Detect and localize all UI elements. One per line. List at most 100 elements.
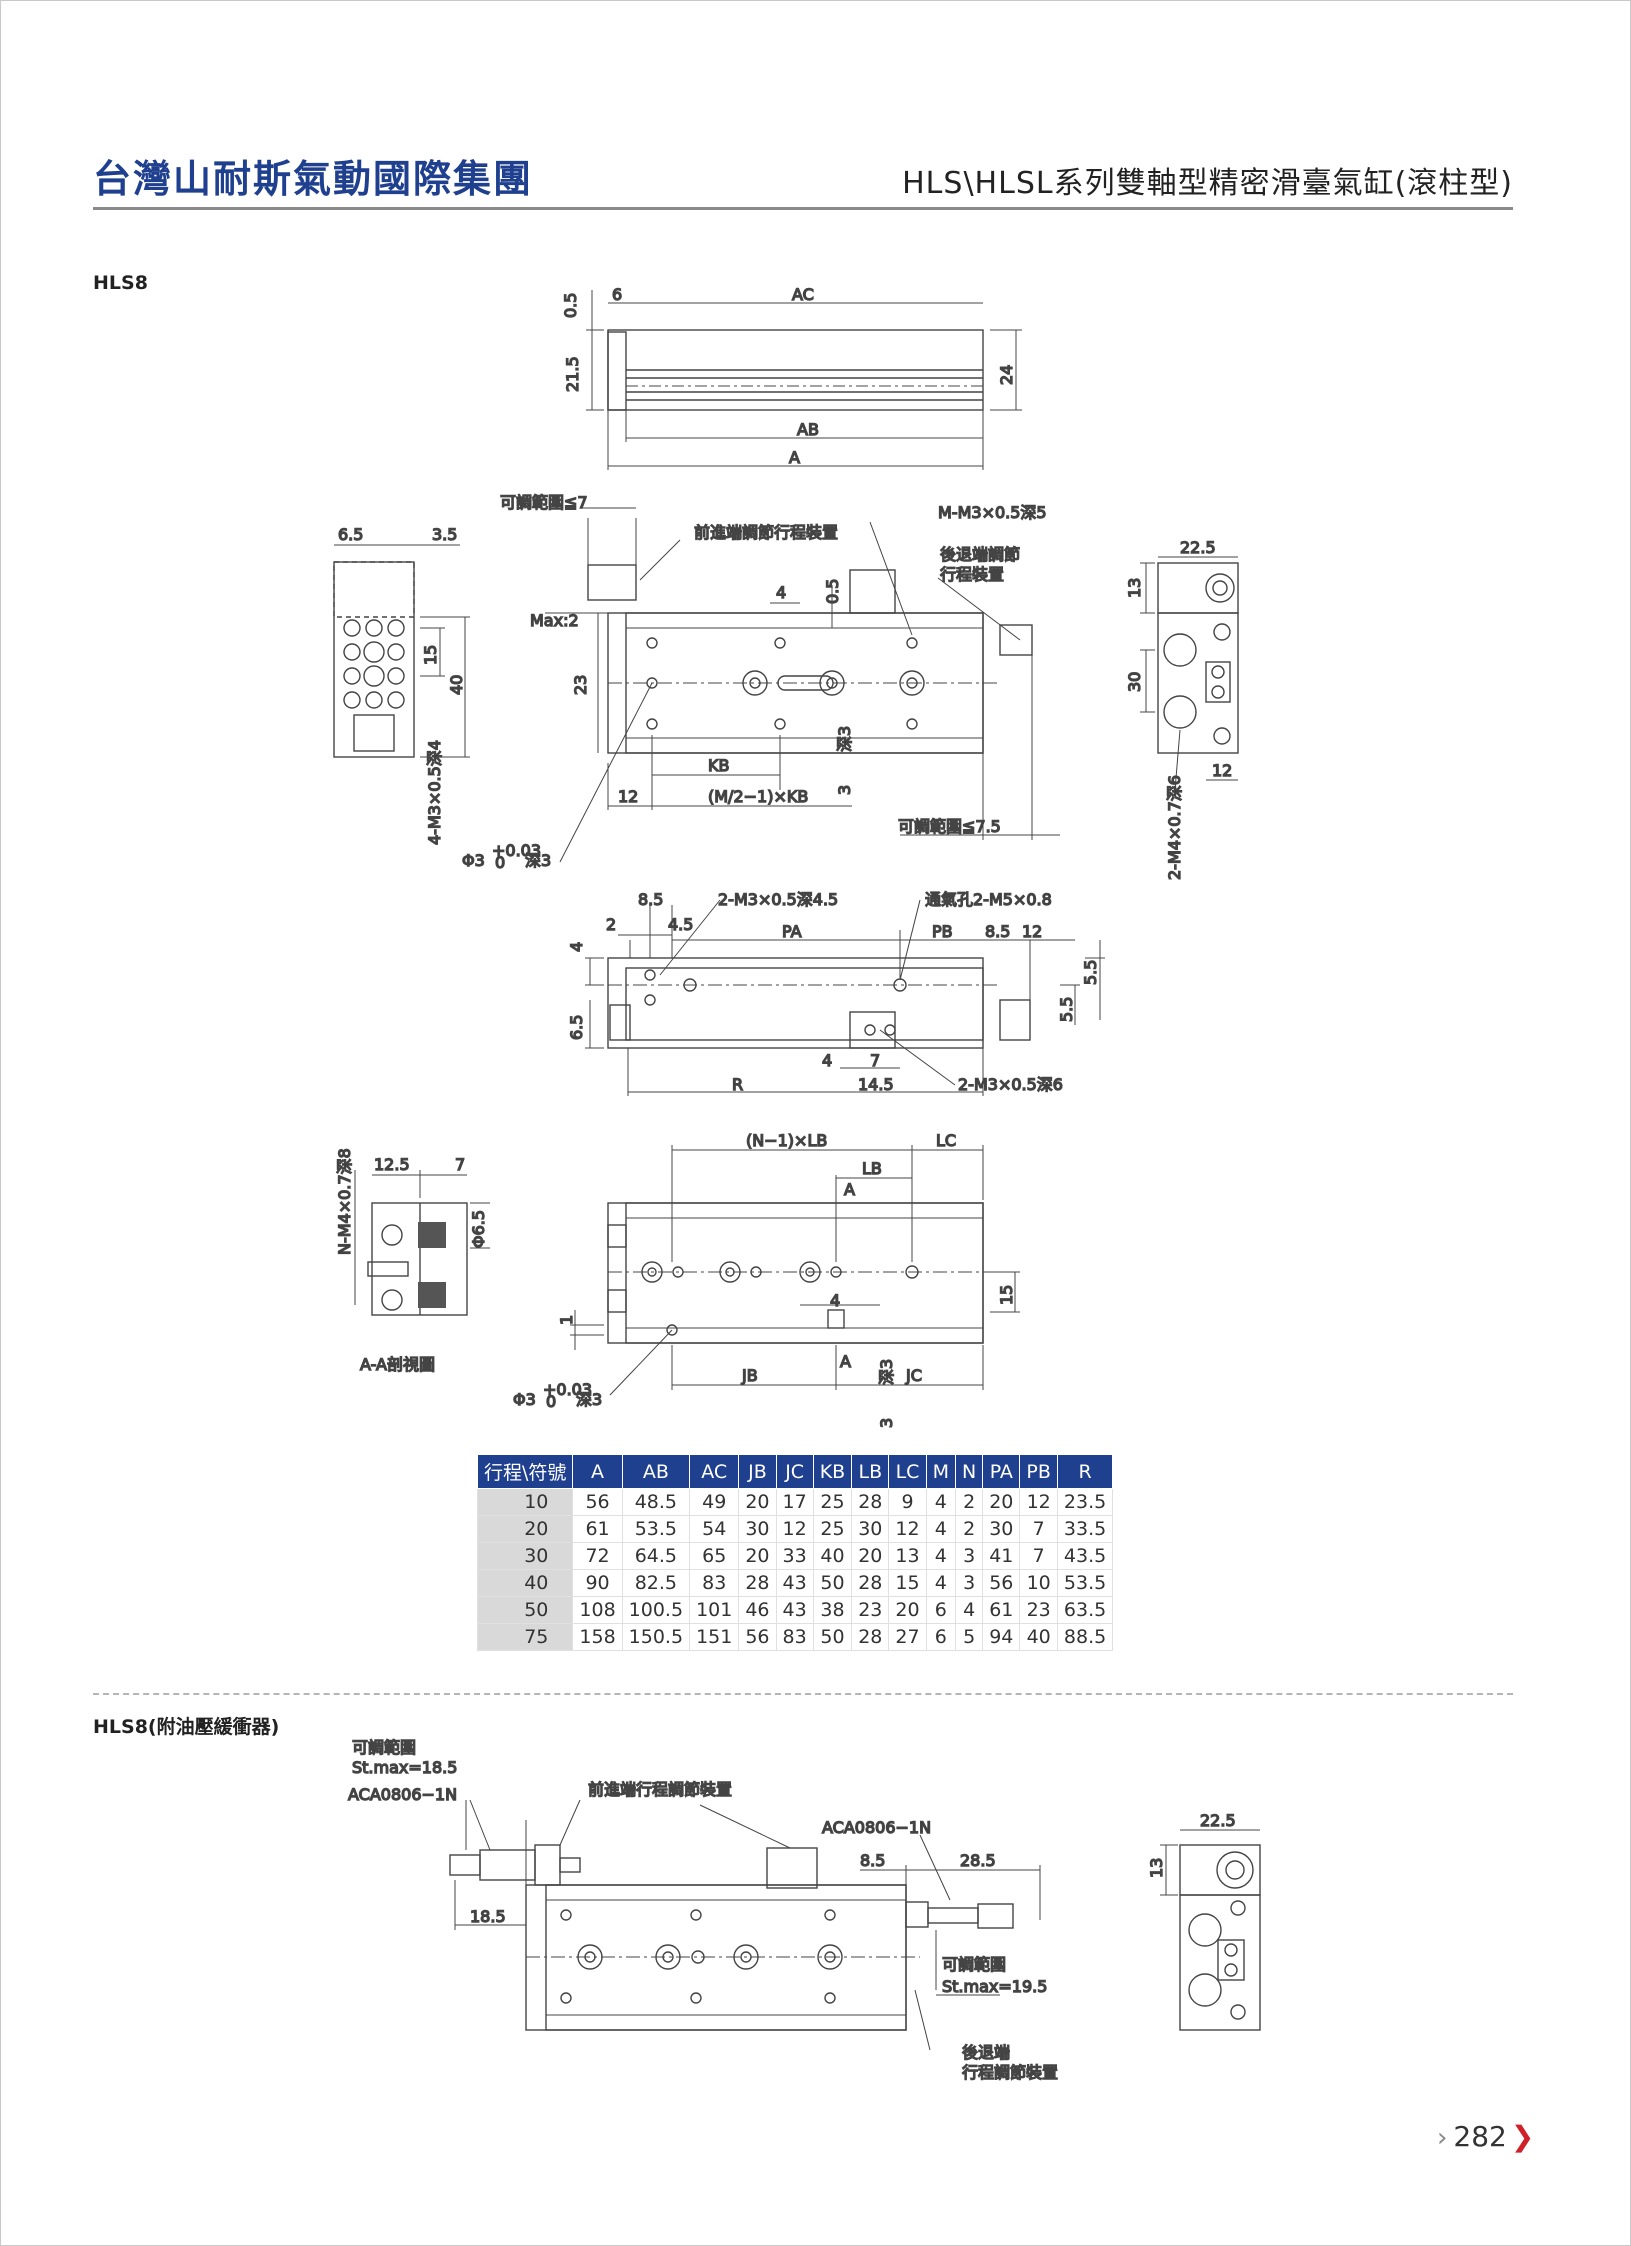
dim-21-5: 21.5 [563,356,582,392]
thread-n-m4: N-M4×0.7深8 [335,1148,354,1255]
table-cell: 56 [982,1569,1021,1597]
table-cell: 23 [851,1596,890,1624]
dim-4-bv: 4 [567,942,586,952]
table-cell: 40 [812,1542,853,1570]
dim-r: R [732,1075,743,1094]
col-header: LC [888,1454,927,1489]
table-cell: 28 [851,1623,890,1651]
table-cell: 83 [775,1623,814,1651]
dim-4-b: 4 [822,1051,832,1070]
col-header: A [572,1454,623,1489]
dim-15: 15 [421,645,440,665]
table-cell: 56 [738,1623,777,1651]
spec-table: 行程\符號 A AB AC JB JC KB LB LC M N PA PB R… [476,1454,1114,1651]
table-cell: 9 [888,1488,927,1516]
dim-6-5-bv: 6.5 [567,1015,586,1040]
section-aa-view: N-M4×0.7深8 12.5 7 Φ6.5 A-A剖視圖 [334,1148,490,1375]
chevron-left-icon: › [1437,2123,1448,2153]
dim-13: 13 [1125,578,1144,598]
top-view: 0.5 6 AC 21.5 24 AB A [560,284,1022,470]
page-number: ›282❯ [1437,2120,1534,2153]
dim-8-5: 8.5 [638,890,663,909]
table-cell: 49 [689,1488,740,1516]
bottom-view: 8.5 2-M3×0.5深4.5 通氣孔2-M5×0.8 2 4.5 PA PB… [566,889,1105,1096]
table-cell: 3 [954,1569,984,1597]
m-m3-label: M-M3×0.5深5 [938,503,1047,522]
dim-3-tv: 3 [877,1418,896,1428]
table-cell: 72 [572,1542,623,1570]
dim-6: 6 [612,285,622,304]
aca-label-1: ACA0806−1N [348,1785,457,1804]
table-cell: 5 [954,1623,984,1651]
dim-3-5: 3.5 [432,525,457,544]
dim-lb: LB [862,1159,882,1178]
table-cell: 75 [476,1623,574,1651]
table-cell: 33 [775,1542,814,1570]
dim-40: 40 [447,675,466,695]
section-aa-caption: A-A剖視圖 [360,1355,435,1374]
table-cell: 43.5 [1056,1542,1114,1570]
table-cell: 56 [572,1488,623,1516]
table-cell: 90 [572,1569,623,1597]
dim-24: 24 [997,365,1016,385]
series-title: HLS\HLSL系列雙軸型精密滑臺氣缸(滾柱型) [902,166,1513,201]
rear-adj-label-2: 行程裝置 [940,565,1004,584]
stmax-18-5: St.max=18.5 [352,1758,457,1777]
thread-2-m4: 2-M4×0.7深6 [1165,775,1184,880]
table-cell: 30 [851,1515,890,1543]
aca-label-2: ACA0806−1N [822,1818,931,1837]
adj-range-s2: 可調範圍 [352,1738,416,1757]
dim-7-aa: 7 [455,1155,465,1174]
table-cell: 48.5 [621,1488,691,1516]
table-cell: 2 [954,1515,984,1543]
dim-n1lb: (N−1)×LB [746,1131,827,1150]
table-cell: 4 [925,1488,957,1516]
table-cell: 12 [888,1515,927,1543]
phi3-label-tv: Φ3 [513,1390,536,1409]
rear-label-s2-1: 後退端 [962,2043,1010,2062]
table-cell: 54 [689,1515,740,1543]
table-cell: 28 [851,1569,890,1597]
rear-adj-label-1: 後退端調節 [940,545,1020,564]
dim-jb: JB [741,1366,758,1385]
table-cell: 82.5 [621,1569,691,1597]
table-cell: 20 [982,1488,1021,1516]
dim-1: 1 [557,1315,576,1325]
stmax-19-5: St.max=19.5 [942,1977,1047,1996]
phi3-tol-tv: +0.03 [543,1380,592,1399]
table-cell: 6 [925,1623,957,1651]
dim-8-5-s2: 8.5 [860,1851,885,1870]
col-header: JB [738,1454,777,1489]
dim-kb: KB [708,756,729,775]
phi3-deep-tv: 深3 [576,1390,602,1409]
section-a-bottom: A [840,1352,851,1371]
dim-12-r: 12 [1212,761,1232,780]
dim-12-b: 12 [1022,922,1042,941]
table-cell: 2 [954,1488,984,1516]
table-cell: 20 [738,1488,777,1516]
dim-4-5: 4.5 [668,915,693,934]
phi3-tol0-tv: 0 [546,1392,556,1411]
dim-15-tv: 15 [997,1285,1016,1305]
dim-30: 30 [1125,672,1144,692]
side-view: 可調範圍≦7 前進端調節行程裝置 M-M3×0.5深5 後退端調節 行程裝置 4… [461,492,1060,873]
table-cell: 4 [925,1515,957,1543]
thread-2-m3-4-5: 2-M3×0.5深4.5 [718,890,838,909]
table-cell: 25 [812,1515,853,1543]
col-header: PB [1019,1454,1058,1489]
dim-lc: LC [936,1131,956,1150]
table-cell: 20 [476,1515,574,1543]
table-cell: 20 [851,1542,890,1570]
table-cell: 23.5 [1056,1488,1114,1516]
deep-3-tv: 深3 [877,1359,896,1385]
table-cell: 61 [982,1596,1021,1624]
table-cell: 4 [925,1569,957,1597]
dim-18-5: 18.5 [470,1907,506,1926]
buffer-end-view: 22.5 13 [1146,1810,1261,2031]
dim-6-5: 6.5 [338,525,363,544]
table-cell: 38 [812,1596,853,1624]
adj-range-7-5: 可調範圍≦7.5 [898,817,1001,836]
